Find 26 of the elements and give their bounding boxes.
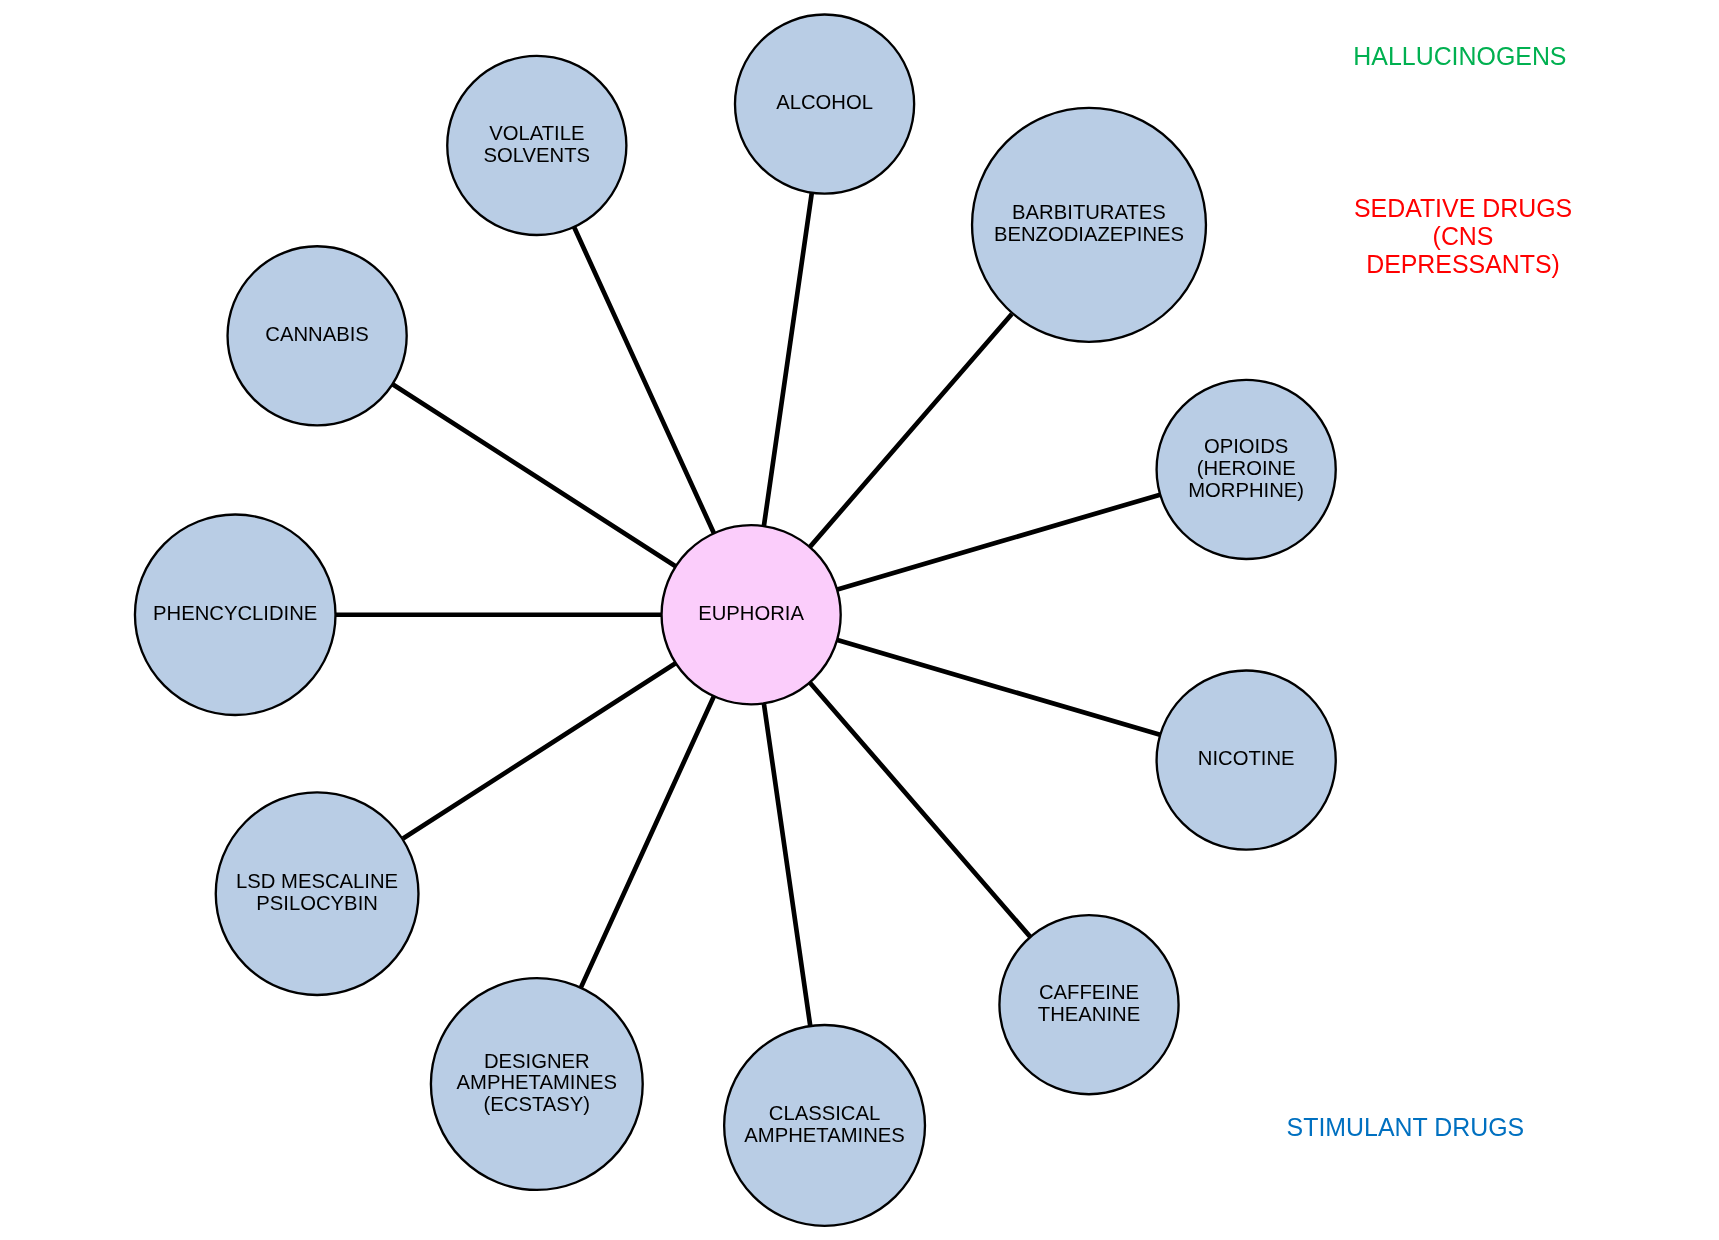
node-circle: DESIGNER AMPHETAMINES (ECSTASY) xyxy=(429,977,644,1192)
connector xyxy=(836,637,1161,738)
node-circle: EUPHORIA xyxy=(660,524,842,706)
connector xyxy=(571,226,716,534)
connector xyxy=(808,312,1014,549)
label: SEDATIVE DRUGS (CNS DEPRESSANTS) xyxy=(1353,194,1573,279)
node-circle: PHENCYCLIDINE xyxy=(133,513,337,717)
node-circle: VOLATILE SOLVENTS xyxy=(446,54,628,237)
node-circle: LSD MESCALINE PSILOCYBIN xyxy=(214,791,420,997)
connector xyxy=(401,661,677,841)
connector xyxy=(761,192,815,527)
connector xyxy=(836,492,1161,592)
node-circle: CANNABIS xyxy=(226,245,408,427)
connector xyxy=(578,695,716,989)
label: STIMULANT DRUGS xyxy=(1286,1113,1525,1142)
node-circle: BARBITURATES BENZODIAZEPINES xyxy=(970,106,1208,343)
connector xyxy=(335,612,662,618)
connector xyxy=(808,681,1033,939)
node-circle: CLASSICAL AMPHETAMINES xyxy=(723,1023,927,1227)
node-circle: ALCOHOL xyxy=(733,13,916,195)
node-circle: NICOTINE xyxy=(1155,669,1337,851)
connector xyxy=(761,703,813,1027)
node-circle: OPIOIDS (HEROINE MORPHINE) xyxy=(1155,378,1337,561)
node-circle: CAFFEINE THEANINE xyxy=(998,913,1180,1096)
connector xyxy=(391,382,677,569)
label: HALLUCINOGENS xyxy=(1353,41,1567,70)
